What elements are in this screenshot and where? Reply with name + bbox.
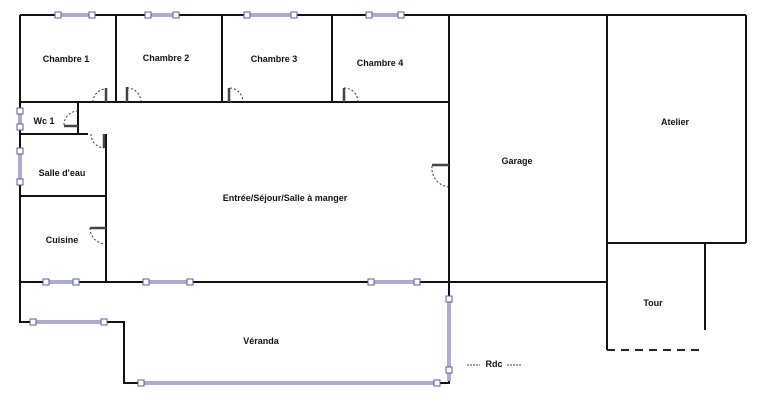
room-label-garage: Garage <box>501 156 533 166</box>
room-label-atelier: Atelier <box>660 117 690 127</box>
doors <box>63 87 450 245</box>
room-label-tour: Tour <box>643 298 663 308</box>
room-label-veranda: Véranda <box>243 336 279 346</box>
room-label-wc: Wc 1 <box>33 116 55 126</box>
walls <box>19 14 747 384</box>
windows <box>16 11 453 387</box>
room-label-chambre-1: Chambre 1 <box>42 54 90 64</box>
room-label-chambre-4: Chambre 4 <box>356 58 404 68</box>
room-label-chambre-3: Chambre 3 <box>250 54 298 64</box>
room-label-sejour: Entrée/Séjour/Salle à manger <box>222 193 348 203</box>
room-label-chambre-2: Chambre 2 <box>142 53 190 63</box>
level-label: Rdc <box>485 359 503 369</box>
room-label-cuisine: Cuisine <box>45 235 79 245</box>
room-label-salle-eau: Salle d'eau <box>38 168 86 178</box>
